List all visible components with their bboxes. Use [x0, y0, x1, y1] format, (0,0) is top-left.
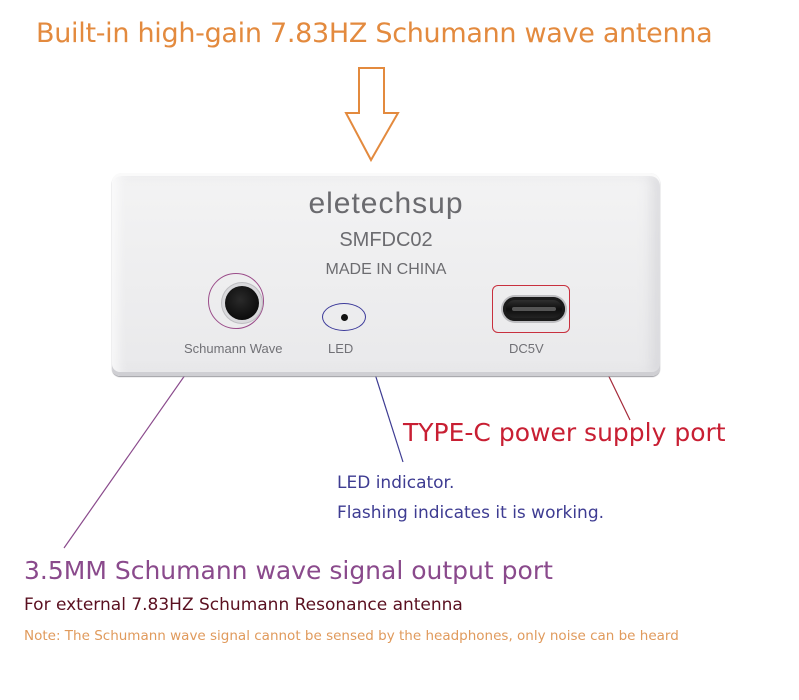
audio-jack-label: Schumann Wave: [184, 341, 283, 356]
device-origin: MADE IN CHINA: [325, 261, 447, 278]
device-front-panel: eletechsup SMFDC02 MADE IN CHINA Schuman…: [112, 173, 660, 376]
led-callout-line1: LED indicator.: [337, 473, 455, 493]
led-indicator: [341, 314, 348, 321]
led-callout: LED indicator. Flashing indicates it is …: [337, 468, 604, 528]
typec-callout: TYPE-C power supply port: [403, 418, 726, 447]
audio-jack-port: [225, 286, 259, 320]
usb-c-tongue: [512, 307, 556, 311]
device-brand: eletechsup: [308, 187, 464, 220]
down-arrow-icon: [344, 67, 400, 163]
audio-jack-highlight-circle: [208, 273, 264, 329]
led-highlight-ellipse: [322, 303, 366, 331]
audio-port-callout-subtitle: For external 7.83HZ Schumann Resonance a…: [24, 595, 463, 615]
led-label: LED: [328, 341, 354, 356]
audio-port-note: Note: The Schumann wave signal cannot be…: [24, 628, 679, 644]
device-model: SMFDC02: [339, 229, 433, 251]
led-callout-line2: Flashing indicates it is working.: [337, 503, 605, 523]
usb-c-label: DC5V: [509, 341, 544, 356]
antenna-heading: Built-in high-gain 7.83HZ Schumann wave …: [36, 18, 713, 49]
audio-port-callout-title: 3.5MM Schumann wave signal output port: [24, 556, 553, 585]
usb-c-highlight-box: [492, 285, 570, 333]
